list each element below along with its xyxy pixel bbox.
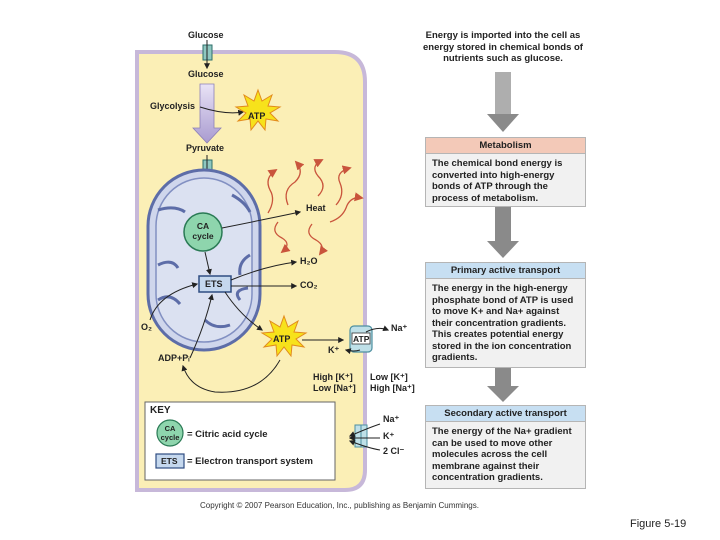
key-ets-desc: = Electron transport system: [187, 456, 313, 467]
atp-star-ets: [260, 314, 308, 358]
label-high-na: High [Na⁺]: [370, 383, 415, 393]
metabolism-body: The chemical bond energy is converted in…: [432, 158, 563, 204]
primary-transport-title: Primary active transport: [426, 263, 585, 279]
secondary-transport-title: Secondary active transport: [426, 406, 585, 422]
secondary-transport-box: Secondary active transport The energy of…: [425, 405, 586, 489]
label-low-na: Low [Na⁺]: [313, 383, 356, 393]
label-ets: ETS: [205, 279, 223, 289]
glycolysis-arrow: [192, 83, 222, 144]
label-glucose-inside: Glucose: [188, 69, 224, 79]
label-h2o: H₂O: [300, 256, 318, 266]
label-heat: Heat: [306, 203, 326, 213]
label-co2: CO₂: [300, 280, 318, 290]
label-low-k: Low [K⁺]: [370, 372, 408, 382]
primary-transport-box: Primary active transport The energy in t…: [425, 262, 586, 368]
label-glycolysis: Glycolysis: [150, 101, 196, 111]
ets-node: [198, 275, 232, 293]
heat-squiggles: [267, 159, 364, 256]
label-cl-sec: 2 Cl⁻: [383, 446, 405, 456]
secondary-transport-body: The energy of the Na+ gradient can be us…: [432, 426, 572, 483]
mitochondrion: [146, 168, 262, 352]
label-ca-cycle: CA cycle: [192, 221, 214, 241]
metabolism-box: Metabolism The chemical bond energy is c…: [425, 137, 586, 207]
intro-text: Energy is imported into the cell as ener…: [423, 30, 583, 64]
key-ets-icon-label: ETS: [161, 456, 178, 466]
key-ca-circle: [156, 419, 184, 447]
ca-cycle-node: [183, 212, 223, 252]
label-o2: O₂: [141, 322, 152, 332]
figure-label: Figure 5-19: [630, 518, 687, 530]
copyright-text: Copyright © 2007 Pearson Education, Inc.…: [200, 501, 479, 510]
label-atp-pump: ATP: [353, 334, 370, 344]
secondary-transporter: [348, 423, 381, 451]
metabolism-title: Metabolism: [426, 138, 585, 154]
key-ca-icon-label: CA cycle: [160, 424, 180, 442]
label-adp-pi: ADP+Pᵢ: [158, 353, 190, 363]
key-ca-desc: = Citric acid cycle: [187, 429, 268, 440]
label-atp-main: ATP: [273, 334, 291, 344]
atp-star-glycolysis: [234, 88, 282, 132]
label-glucose-outside: Glucose: [188, 30, 224, 40]
label-atp-glycolysis: ATP: [248, 111, 266, 121]
flow-arrows: [487, 72, 519, 402]
label-na-out: Na⁺: [391, 323, 408, 333]
key-ets-box: [155, 453, 185, 469]
primary-transport-body: The energy in the high-energy phosphate …: [432, 283, 574, 363]
label-k-in: K⁺: [328, 345, 340, 355]
label-k-sec: K⁺: [383, 431, 395, 441]
key-title: KEY: [150, 405, 171, 416]
label-pyruvate: Pyruvate: [186, 143, 225, 153]
label-high-k: High [K⁺]: [313, 372, 353, 382]
label-na-sec: Na⁺: [383, 414, 400, 424]
